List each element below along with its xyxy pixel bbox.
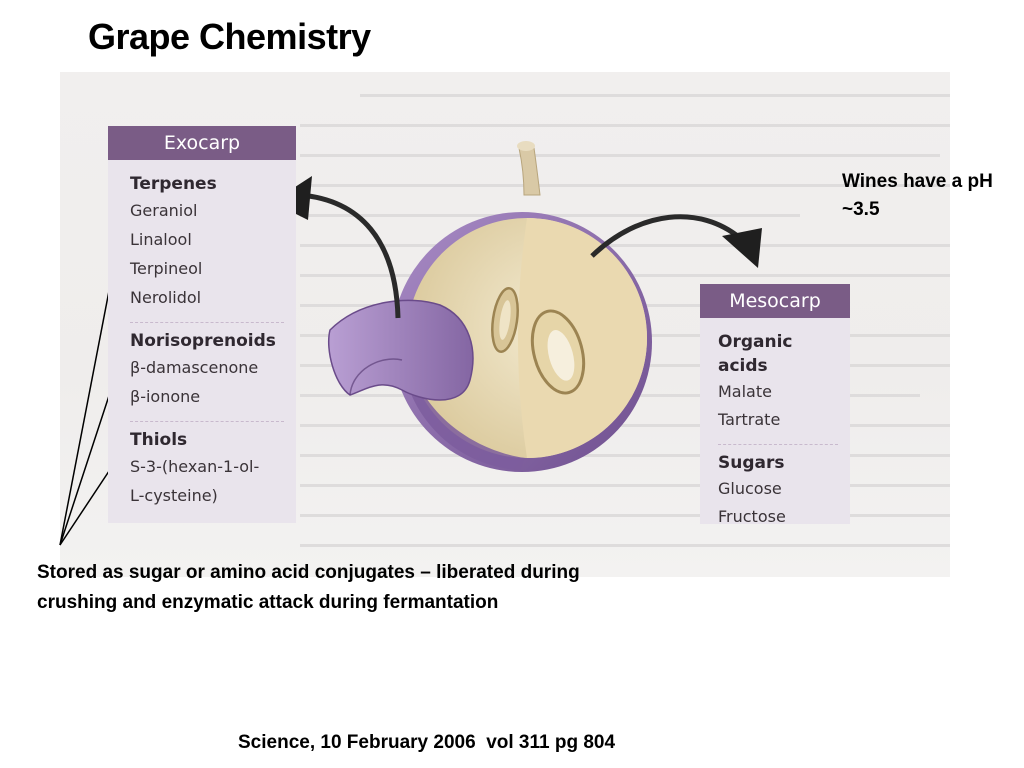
list-item: Malate <box>718 382 772 401</box>
grape-seed <box>491 287 519 353</box>
mesocarp-panel: Mesocarp Organic acids Malate Tartrate S… <box>700 284 850 526</box>
terpenes-group: Terpenes Geraniol Linalool Terpineol Ner… <box>130 172 284 312</box>
sugars-group: Sugars Glucose Fructose <box>718 451 838 531</box>
exocarp-body: Terpenes Geraniol Linalool Terpineol Ner… <box>108 160 296 520</box>
group-title: Sugars <box>718 453 785 473</box>
thiols-group: Thiols S-3-(hexan-1-ol- L-cysteine) <box>130 428 284 510</box>
list-item: Geraniol <box>130 201 198 220</box>
group-title: Thiols <box>130 430 188 450</box>
list-item: Tartrate <box>718 410 781 429</box>
mesocarp-header: Mesocarp <box>700 284 850 318</box>
grape-seed <box>530 309 586 395</box>
list-item: Linalool <box>130 230 192 249</box>
stem-tip <box>517 141 535 151</box>
conjugates-note: Stored as sugar or amino acid conjugates… <box>37 562 580 613</box>
norisoprenoids-group: Norisoprenoids β-damascenone β-ionone <box>130 329 284 411</box>
list-item: β-damascenone <box>130 358 259 377</box>
mesocarp-body: Organic acids Malate Tartrate Sugars Glu… <box>700 318 850 541</box>
list-item: L-cysteine) <box>130 486 218 505</box>
list-item: S-3-(hexan-1-ol- <box>130 457 260 476</box>
arrow-to-mesocarp <box>590 214 742 258</box>
group-title: Organic acids <box>718 332 793 376</box>
list-item: Fructose <box>718 507 786 526</box>
organic-acids-group: Organic acids Malate Tartrate <box>718 330 838 434</box>
exocarp-panel: Exocarp Terpenes Geraniol Linalool Terpi… <box>108 126 296 523</box>
group-title: Norisoprenoids <box>130 331 276 351</box>
grape-cut-face <box>518 218 647 458</box>
peeled-skin-flap <box>328 299 474 401</box>
list-item: Glucose <box>718 479 782 498</box>
arrow-to-exocarp <box>299 192 401 319</box>
citation: Science, 10 February 2006 vol 311 pg 804 <box>238 732 616 753</box>
exocarp-header: Exocarp <box>108 126 296 160</box>
list-item: β-ionone <box>130 387 201 406</box>
grape-stem <box>518 147 541 196</box>
ph-note: Wines have a pH ~3.5 <box>842 171 993 220</box>
list-item: Terpineol <box>130 259 203 278</box>
slide-title: Grape Chemistry <box>88 16 371 57</box>
divider <box>130 322 284 323</box>
list-item: Nerolidol <box>130 288 202 307</box>
divider <box>130 421 284 422</box>
arrowhead-mesocarp <box>722 228 762 268</box>
divider <box>718 444 838 445</box>
group-title: Terpenes <box>130 174 217 194</box>
